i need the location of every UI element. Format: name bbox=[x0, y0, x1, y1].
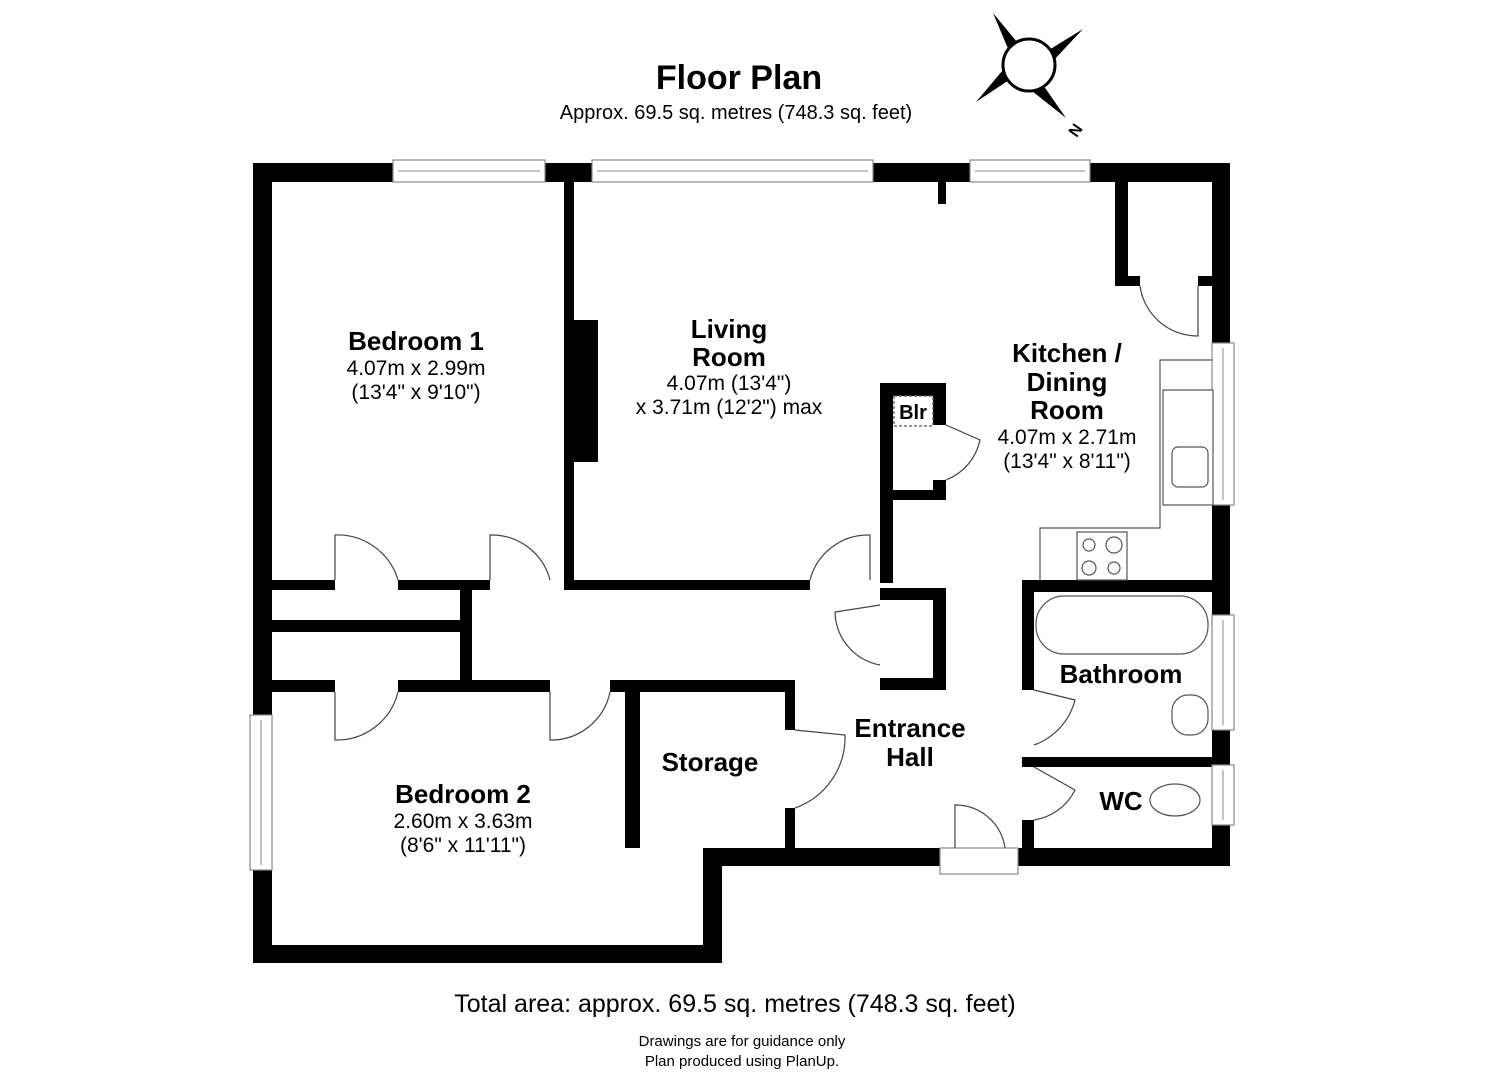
bedroom1-name: Bedroom 1 bbox=[348, 326, 484, 356]
bedroom1-dim-metric: 4.07m x 2.99m bbox=[347, 357, 486, 380]
windows bbox=[249, 159, 1235, 875]
doors bbox=[334, 285, 1199, 849]
plan-title: Floor Plan bbox=[656, 59, 822, 97]
entrance-name-2: Hall bbox=[886, 742, 934, 772]
entrance-name-1: Entrance bbox=[854, 713, 965, 743]
compass-north-label: N bbox=[1066, 121, 1087, 140]
bedroom1-dim-imperial: (13'4" x 9'10") bbox=[351, 381, 480, 404]
kitchen-name-3: Room bbox=[1030, 395, 1104, 425]
storage-name: Storage bbox=[662, 747, 759, 777]
living-name-1: Living bbox=[691, 314, 768, 344]
basin-icon bbox=[1171, 694, 1209, 736]
boiler-label: Blr bbox=[899, 402, 927, 424]
wc-name: WC bbox=[1099, 786, 1143, 816]
kitchen-dim-2: (13'4" x 8'11") bbox=[1003, 450, 1131, 473]
bathroom-name: Bathroom bbox=[1060, 659, 1183, 689]
plan-subtitle: Approx. 69.5 sq. metres (748.3 sq. feet) bbox=[560, 102, 912, 124]
bedroom2-name: Bedroom 2 bbox=[395, 779, 531, 809]
room-labels: Bedroom 1 4.07m x 2.99m (13'4" x 9'10") … bbox=[347, 314, 1183, 857]
kitchen-name-1: Kitchen / bbox=[1012, 338, 1122, 368]
compass-icon: N bbox=[976, 13, 1087, 140]
toilet-icon bbox=[1149, 783, 1201, 817]
kitchen-name-2: Dining bbox=[1027, 367, 1108, 397]
fixtures bbox=[893, 359, 1214, 817]
total-area: Total area: approx. 69.5 sq. metres (748… bbox=[454, 990, 1015, 1018]
kitchen-dim-1: 4.07m x 2.71m bbox=[998, 426, 1137, 449]
boiler-box bbox=[893, 395, 934, 427]
living-dim-2: x 3.71m (12'2") max bbox=[636, 396, 823, 419]
bedroom2-dim-imperial: (8'6" x 11'11") bbox=[400, 834, 526, 857]
living-name-2: Room bbox=[692, 342, 766, 372]
footer-note-planup: Plan produced using PlanUp. bbox=[645, 1053, 839, 1070]
bedroom2-dim-metric: 2.60m x 3.63m bbox=[394, 810, 533, 833]
living-dim-1: 4.07m (13'4") bbox=[667, 372, 792, 395]
bath-icon bbox=[1035, 595, 1209, 655]
footer-note-guidance: Drawings are for guidance only bbox=[639, 1033, 846, 1050]
